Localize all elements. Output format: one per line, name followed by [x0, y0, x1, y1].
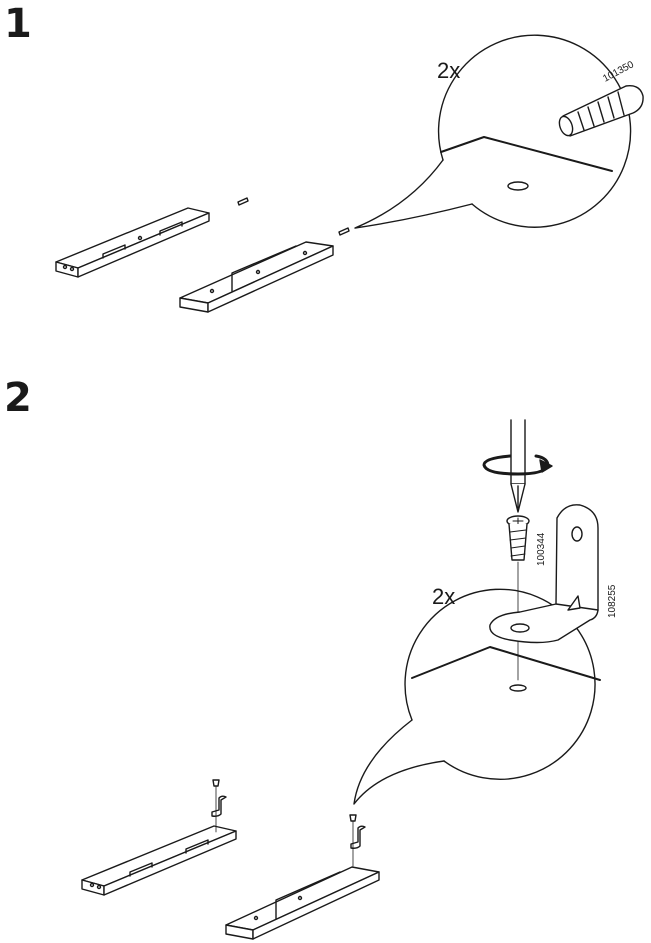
side-rail-board-right [179, 241, 334, 313]
side-rail-board-left-with-bracket [81, 779, 237, 896]
screw-icon [506, 515, 530, 627]
dowel-part-number: 101350 [601, 59, 636, 85]
wood-dowel-icon [558, 85, 644, 137]
step-1-drawing [55, 34, 644, 313]
clockwise-rotation-arrow-icon [482, 454, 553, 476]
step-1-quantity: 2x [437, 58, 460, 83]
bracket-part-number: 108255 [607, 584, 618, 618]
step-1-detail-callout [354, 34, 644, 229]
screw-part-number: 100344 [536, 532, 547, 566]
side-rail-board-left [55, 207, 210, 278]
step-number-2: 2 [4, 375, 32, 421]
screwdriver-icon [510, 419, 526, 513]
angle-bracket-icon [489, 504, 599, 644]
step-number-1: 1 [4, 1, 32, 47]
side-rail-board-right-with-bracket [225, 814, 380, 940]
step-2-quantity: 2x [432, 584, 455, 609]
step-2-drawing [81, 419, 601, 940]
